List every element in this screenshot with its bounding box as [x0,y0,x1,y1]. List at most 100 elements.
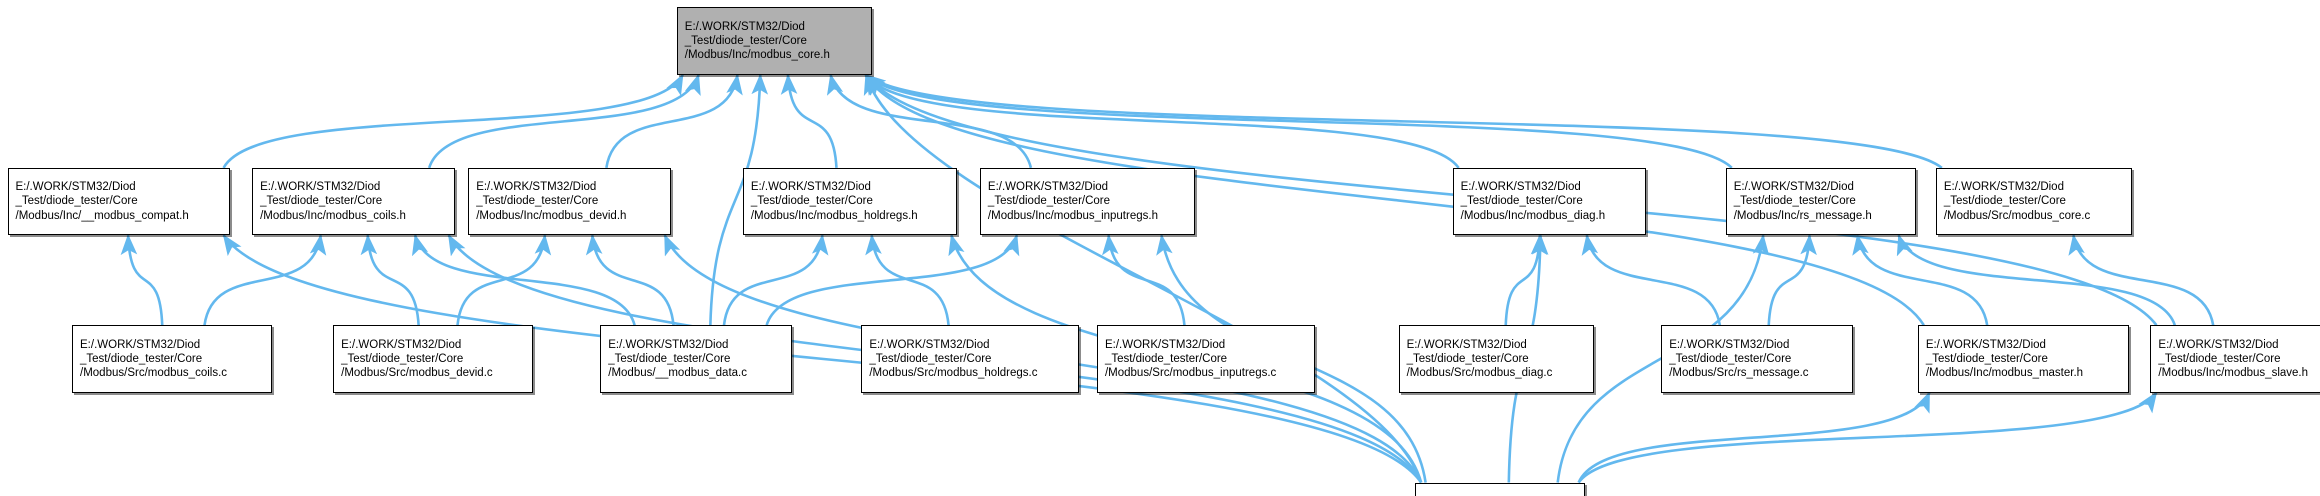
node-label-line2: _Test/diode_tester/Core [987,195,1111,208]
node-label-line3: /Modbus/Inc/modbus_core.h [684,49,830,62]
node-label-line2: _Test/diode_tester/Core [341,352,464,365]
graph-node-modbus_coils_h[interactable]: E:/.WORK/STM32/Diod_Test/diode_tester/Co… [252,167,455,236]
node-label-line1: E:/.WORK/STM32/Diod [15,181,136,194]
graph-edge-modbus_devid_c-to-modbus_coils_h [360,233,420,326]
graph-edge-modbus_h-to-modbus_master_h [1577,391,1931,484]
graph-edge-modbus_coils_c-to-__modbus_compat_h [120,233,164,326]
node-label-line2: _Test/diode_tester/Core [1733,195,1856,208]
graph-node-rs_message_c[interactable]: E:/.WORK/STM32/Diod_Test/diode_tester/Co… [1661,325,1854,393]
node-label-line2: _Test/diode_tester/Core [1104,352,1228,365]
node-label-line2: _Test/diode_tester/Core [684,35,807,48]
graph-edge-modbus_slave_h-to-modbus_core_c [2068,233,2215,326]
graph-node-modbus_devid_h[interactable]: E:/.WORK/STM32/Diod_Test/diode_tester/Co… [468,167,671,236]
node-label-line3: /Modbus/Src/modbus_inputregs.c [1104,366,1277,379]
node-label-line3: /Modbus/Inc/modbus_slave.h [2158,366,2309,379]
graph-node-modbus_holdregs_h[interactable]: E:/.WORK/STM32/Diod_Test/diode_tester/Co… [742,167,958,236]
node-label-line1: E:/.WORK/STM32/Diod [1406,338,1527,351]
graph-edge-modbus_devid_h-to-modbus_core_h [605,73,743,169]
graph-edge-__modbus_data_c-to-modbus_inputregs_h [765,234,1020,326]
node-label-line1: E:/.WORK/STM32/Diod [1925,338,2046,351]
graph-node-modbus_coils_c[interactable]: E:/.WORK/STM32/Diod_Test/diode_tester/Co… [72,325,272,393]
node-label-line3: /Modbus/Inc/rs_message.h [1733,209,1872,222]
graph-edge-modbus_h-to-modbus_slave_h [1577,391,2158,484]
node-label-line1: E:/.WORK/STM32/Diod [341,338,462,351]
graph-edge-__modbus_data_c-to-modbus_coils_h [412,234,636,326]
node-label-line2: _Test/diode_tester/Core [1943,195,2066,208]
node-label-line3: /Modbus/Inc/modbus_diag.h [1460,209,1606,222]
node-label-line1: E:/.WORK/STM32/Diod [1943,181,2064,194]
node-label-line2: _Test/diode_tester/Core [869,352,992,365]
node-label-line2: _Test/diode_tester/Core [1925,352,2048,365]
node-label-line2: _Test/diode_tester/Core [1406,352,1529,365]
node-label-line2: _Test/diode_tester/Core [476,195,599,208]
graph-node-rs_message_h[interactable]: E:/.WORK/STM32/Diod_Test/diode_tester/Co… [1725,167,1917,236]
graph-edge-modbus_coils_c-to-modbus_coils_h [203,233,327,326]
node-label-line3: /Modbus/__modbus_data.c [608,366,747,379]
node-label-line3: /Modbus/Src/modbus_holdregs.c [869,366,1038,379]
node-label-line3: /Modbus/Src/modbus_core.c [1943,209,2091,222]
graph-edge-__modbus_data_c-to-modbus_core_h [709,73,769,326]
graph-edge-modbus_inputregs_c-to-modbus_inputregs_h [1102,233,1186,326]
graph-node-modbus_h[interactable]: E:/.WORK/STM32/Diod_Test/diode_tester/Co… [1415,482,1585,496]
graph-edge-modbus_coils_h-to-modbus_core_h [427,73,701,169]
node-label-line1: E:/.WORK/STM32/Diod [987,181,1109,194]
node-label-line1: E:/.WORK/STM32/Diod [1104,338,1226,351]
node-label-line3: /Modbus/Src/rs_message.c [1669,366,1809,379]
graph-node-modbus_core_h[interactable]: E:/.WORK/STM32/Diod _Test/diode_tester/Co… [676,7,872,75]
graph-edge-modbus_h-to-rs_message_h [1556,233,1770,483]
graph-node-modbus_master_h[interactable]: E:/.WORK/STM32/Diod_Test/diode_tester/Co… [1917,325,2130,393]
graph-edge-modbus_holdregs_c-to-modbus_holdregs_h [865,233,950,326]
graph-edge-__modbus_data_c-to-modbus_holdregs_h [722,233,829,326]
node-label-line3: /Modbus/Inc/modbus_master.h [1925,366,2084,379]
graph-node-modbus_devid_c[interactable]: E:/.WORK/STM32/Diod_Test/diode_tester/Co… [333,325,533,393]
node-label-line3: /Modbus/Src/modbus_devid.c [341,366,493,379]
node-label-line1: E:/.WORK/STM32/Diod [869,338,990,351]
node-label-line2: _Test/diode_tester/Core [750,195,873,208]
node-label-line1: E:/.WORK/STM32/Diod [2158,338,2279,351]
node-label-line3: /Modbus/Inc/modbus_inputregs.h [987,209,1158,222]
graph-node-modbus_inputregs_c[interactable]: E:/.WORK/STM32/Diod_Test/diode_tester/Co… [1096,325,1315,393]
node-label-line3: /Modbus/Src/modbus_coils.c [80,366,228,379]
graph-edge-modbus_core_c-to-modbus_core_h [864,73,1943,169]
graph-edge-rs_message_h-to-modbus_core_h [864,73,1733,169]
node-label-line2: _Test/diode_tester/Core [80,352,203,365]
graph-node-__modbus_compat_h[interactable]: E:/.WORK/STM32/Diod_Test/diode_tester/Co… [7,167,230,236]
node-label-line2: _Test/diode_tester/Core [1460,195,1583,208]
node-label-line2: _Test/diode_tester/Core [2158,352,2281,365]
graph-edge-rs_message_c-to-rs_message_h [1767,233,1817,326]
graph-node-modbus_inputregs_h[interactable]: E:/.WORK/STM32/Diod_Test/diode_tester/Co… [979,167,1195,236]
graph-edge-modbus_holdregs_h-to-modbus_core_h [780,73,838,168]
graph-edge-modbus_h-to-__modbus_compat_h [222,234,1423,484]
node-label-line1: E:/.WORK/STM32/Diod [260,181,381,194]
node-label-line1: E:/.WORK/STM32/Diod [684,20,805,33]
node-label-line1: E:/.WORK/STM32/Diod [1669,338,1790,351]
node-label-line1: E:/.WORK/STM32/Diod [1733,181,1854,194]
node-label-line3: /Modbus/Inc/modbus_devid.h [476,209,627,222]
node-label-line1: E:/.WORK/STM32/Diod [476,181,597,194]
node-label-line3: /Modbus/Inc/__modbus_compat.h [15,209,189,222]
graph-edge-modbus_master_h-to-rs_message_h [1852,233,1989,326]
node-label-line1: E:/.WORK/STM32/Diod [608,338,729,351]
graph-edge-modbus_master_h-to-modbus_core_h [864,73,1925,326]
node-label-line2: _Test/diode_tester/Core [260,195,383,208]
graph-node-modbus_diag_c[interactable]: E:/.WORK/STM32/Diod_Test/diode_tester/Co… [1398,325,1594,393]
node-label-line1: E:/.WORK/STM32/Diod [80,338,201,351]
graph-edge-rs_message_c-to-modbus_diag_h [1581,233,1722,326]
graph-node-__modbus_data_c[interactable]: E:/.WORK/STM32/Diod_Test/diode_tester/Co… [600,325,793,393]
node-label-line3: /Modbus/Src/modbus_diag.c [1406,366,1553,379]
graph-edge-modbus_devid_c-to-modbus_devid_h [456,233,552,326]
graph-edge-modbus_diag_h-to-modbus_core_h [864,73,1460,169]
graph-edge-__modbus_compat_h-to-modbus_core_h [222,73,684,169]
graph-node-modbus_holdregs_c[interactable]: E:/.WORK/STM32/Diod_Test/diode_tester/Co… [861,325,1079,393]
node-label-line3: /Modbus/Inc/modbus_coils.h [260,209,406,222]
node-label-line1: E:/.WORK/STM32/Diod [1460,181,1581,194]
graph-node-modbus_slave_h[interactable]: E:/.WORK/STM32/Diod_Test/diode_tester/Co… [2150,325,2320,393]
graph-node-modbus_core_c[interactable]: E:/.WORK/STM32/Diod_Test/diode_tester/Co… [1935,167,2133,236]
graph-edge-modbus_slave_h-to-rs_message_h [1896,234,2177,326]
node-label-line2: _Test/diode_tester/Core [1669,352,1792,365]
node-label-line1: E:/.WORK/STM32/Diod [750,181,871,194]
node-label-line2: _Test/diode_tester/Core [15,195,138,208]
graph-node-modbus_diag_h[interactable]: E:/.WORK/STM32/Diod_Test/diode_tester/Co… [1452,167,1647,236]
